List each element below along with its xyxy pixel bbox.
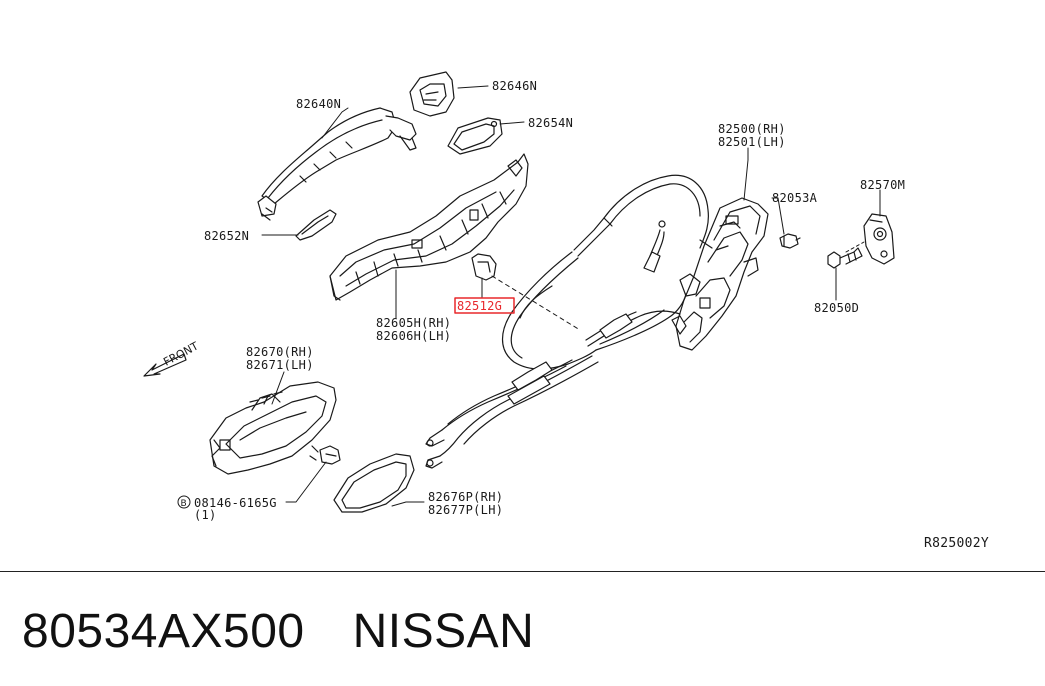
label-82570m[interactable]: 82570M <box>860 178 905 192</box>
leader-lines <box>261 85 881 507</box>
label-82050d[interactable]: 82050D <box>814 301 859 315</box>
gasket-82654n <box>447 117 503 155</box>
striker-82570m <box>863 213 895 265</box>
label-82646n[interactable]: 82646N <box>492 79 537 93</box>
label-82671[interactable]: 82671(LH) <box>246 358 314 372</box>
label-82501[interactable]: 82501(LH) <box>718 135 786 149</box>
label-82670[interactable]: 82670(RH) <box>246 345 314 359</box>
cable-assembly <box>425 174 713 469</box>
diagram-id: R825002Y <box>924 536 989 551</box>
bolt-mark-letter: B <box>181 499 187 509</box>
footer: 80534AX500 NISSAN <box>22 596 534 666</box>
escutcheon-82676p <box>333 453 415 513</box>
label-82676p[interactable]: 82676P(RH) <box>428 490 503 504</box>
label-82605h[interactable]: 82605H(RH) <box>376 316 451 330</box>
clip-82512g <box>471 253 497 281</box>
front-label: FRONT <box>161 339 201 368</box>
bolt-82053a <box>779 233 801 249</box>
door-lock-actuator-82500 <box>671 197 769 351</box>
handle-bracket-82605h <box>329 153 529 301</box>
escutcheon-82646n <box>409 71 455 117</box>
brand-name: NISSAN <box>352 604 535 658</box>
label-08146[interactable]: 08146-6165G <box>194 496 277 510</box>
screw-08146 <box>309 445 341 465</box>
inside-handle-82670 <box>209 381 337 475</box>
label-82500[interactable]: 82500(RH) <box>718 122 786 136</box>
label-82640n[interactable]: 82640N <box>296 97 341 111</box>
label-82677p[interactable]: 82677P(LH) <box>428 503 503 517</box>
label-82652n[interactable]: 82652N <box>204 229 249 243</box>
front-arrow-icon: FRONT <box>143 339 201 377</box>
bolt-82050d <box>827 247 863 269</box>
label-82053a[interactable]: 82053A <box>772 191 818 205</box>
parts-diagram: FRONT 82640N 82646N 82654N 82652N 82605H… <box>143 71 989 551</box>
part-number: 80534AX500 <box>22 604 305 658</box>
bolt-mark-icon: B <box>177 495 191 509</box>
outside-handle-82640n <box>257 107 417 221</box>
highlight-box-82512g <box>454 297 515 314</box>
gasket-82652n <box>295 209 337 241</box>
label-82606h[interactable]: 82606H(LH) <box>376 329 451 343</box>
label-82654n[interactable]: 82654N <box>528 116 573 130</box>
label-82512g[interactable]: 82512G <box>457 299 502 313</box>
label-08146-qty: (1) <box>194 508 217 522</box>
footer-divider <box>0 571 1045 572</box>
